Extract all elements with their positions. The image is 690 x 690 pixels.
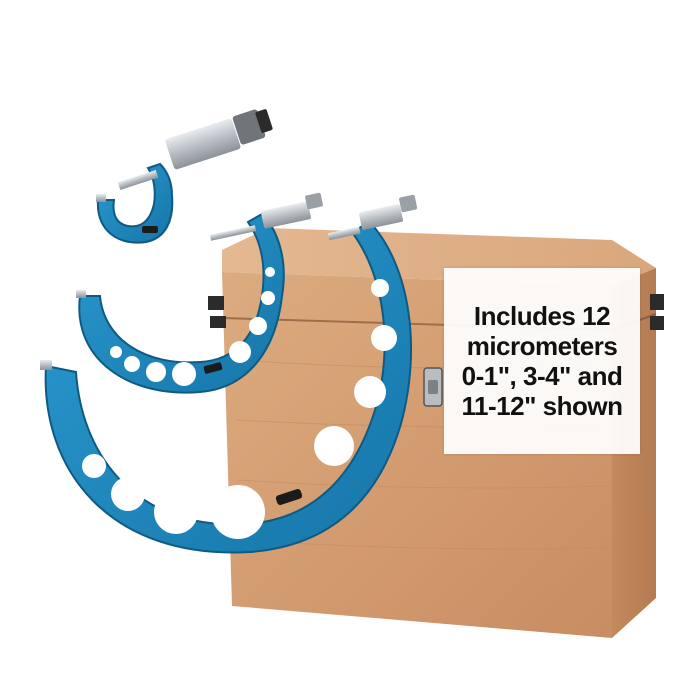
hinge-icon [650, 316, 664, 330]
micrometer-0-1 [96, 109, 273, 244]
hinge-icon [650, 294, 664, 310]
brand-plate [203, 362, 223, 374]
callout-line: micrometers [466, 331, 618, 361]
brand-plate [275, 489, 303, 505]
brand-plate [142, 226, 158, 233]
micrometer-11-12 [40, 194, 418, 554]
callout-line: 11-12" shown [461, 391, 623, 421]
callout-line: Includes 12 [473, 301, 611, 331]
feature-callout: Includes 12 micrometers 0-1", 3-4" and 1… [444, 268, 640, 454]
hinge-icon [208, 296, 224, 310]
hinge-icon [210, 316, 226, 328]
callout-text: Includes 12 micrometers 0-1", 3-4" and 1… [462, 301, 623, 421]
micrometer-3-4 [76, 192, 323, 394]
callout-line: 0-1", 3-4" and [461, 361, 623, 391]
